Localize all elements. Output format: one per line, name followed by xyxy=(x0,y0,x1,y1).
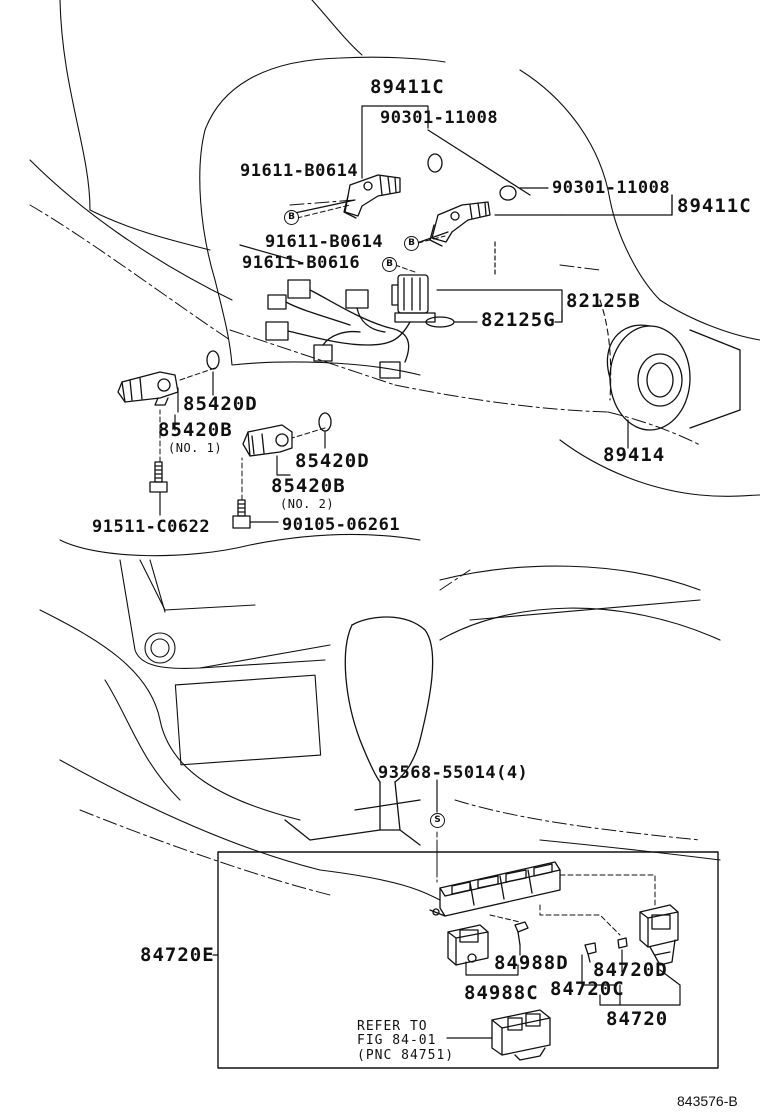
b-marker-1: B xyxy=(284,210,299,225)
label-84720e: 84720E xyxy=(140,944,215,966)
label-93568-55014: 93568-55014(4) xyxy=(378,763,529,783)
label-84720d: 84720D xyxy=(593,959,668,981)
label-no2: (NO. 2) xyxy=(280,497,335,511)
label-90301-11008-right: 90301-11008 xyxy=(552,178,671,198)
clip-84988d-drawing xyxy=(514,921,529,946)
label-84720c: 84720C xyxy=(550,978,625,1000)
figure-number: 843576-B xyxy=(677,1093,738,1109)
centerlines-lower xyxy=(79,569,701,896)
body-outline xyxy=(29,0,760,497)
label-82125b: 82125B xyxy=(566,290,641,312)
b-marker-3: B xyxy=(382,257,397,272)
dashed-leaders xyxy=(159,204,446,501)
switch-84988c-drawing xyxy=(447,924,489,966)
label-85420d-1: 85420D xyxy=(183,393,258,415)
sensor-89411c-right-drawing xyxy=(429,201,491,247)
leader-lines-upper xyxy=(159,105,673,523)
sensor-89411c-top-drawing xyxy=(343,174,401,219)
centerlines-upper xyxy=(29,199,701,446)
bolt-90105-drawing xyxy=(232,499,251,529)
shift-knob-drawing xyxy=(284,616,434,846)
bulb-84720c-drawing xyxy=(584,942,597,963)
label-90301-11008-top: 90301-11008 xyxy=(380,108,499,128)
plug-89414-drawing xyxy=(606,324,741,431)
label-84720: 84720 xyxy=(606,1008,669,1030)
inset-frame xyxy=(217,851,719,1069)
washer-drawings xyxy=(206,153,517,432)
b-marker-2: B xyxy=(404,236,419,251)
knob-84720d-drawing xyxy=(617,937,628,949)
label-84988d: 84988D xyxy=(494,952,569,974)
s-marker: S xyxy=(430,813,445,828)
label-84988c: 84988C xyxy=(464,982,539,1004)
label-89411c-right: 89411C xyxy=(677,195,752,217)
switch-bezel-drawing xyxy=(429,861,561,917)
bolt-91511-drawing xyxy=(149,461,168,493)
switch-84720-drawing xyxy=(639,904,679,966)
label-89411c-top: 89411C xyxy=(370,76,445,98)
label-no1: (NO. 1) xyxy=(168,441,223,455)
sensor-85420b-no2-drawing xyxy=(242,424,293,457)
label-90105-06261: 90105-06261 xyxy=(282,515,401,535)
label-91611-b0616: 91611-B0616 xyxy=(242,253,361,273)
refer-note-line1: REFER TO xyxy=(357,1019,428,1034)
sensor-85420b-no1-drawing xyxy=(117,371,179,406)
label-85420b-1: 85420B xyxy=(158,419,233,441)
refer-note-line2: FIG 84-01 xyxy=(357,1033,437,1048)
wiring-harness-drawing xyxy=(265,274,436,379)
switch-84751-drawing xyxy=(491,1009,551,1061)
dashed-leaders-lower xyxy=(436,831,656,936)
label-91511-c0622: 91511-C0622 xyxy=(92,517,211,537)
label-89414: 89414 xyxy=(603,444,666,466)
label-82125g: 82125G xyxy=(481,309,556,331)
console-outline xyxy=(39,534,721,901)
label-91611-b0614-top: 91611-B0614 xyxy=(240,161,359,181)
refer-note-line3: (PNC 84751) xyxy=(357,1048,455,1063)
label-85420d-2: 85420D xyxy=(295,450,370,472)
leader-lines-lower xyxy=(212,779,681,1039)
gasket-82125g-drawing xyxy=(425,316,455,328)
label-85420b-2: 85420B xyxy=(271,475,346,497)
label-91611-b0614-mid: 91611-B0614 xyxy=(265,232,384,252)
